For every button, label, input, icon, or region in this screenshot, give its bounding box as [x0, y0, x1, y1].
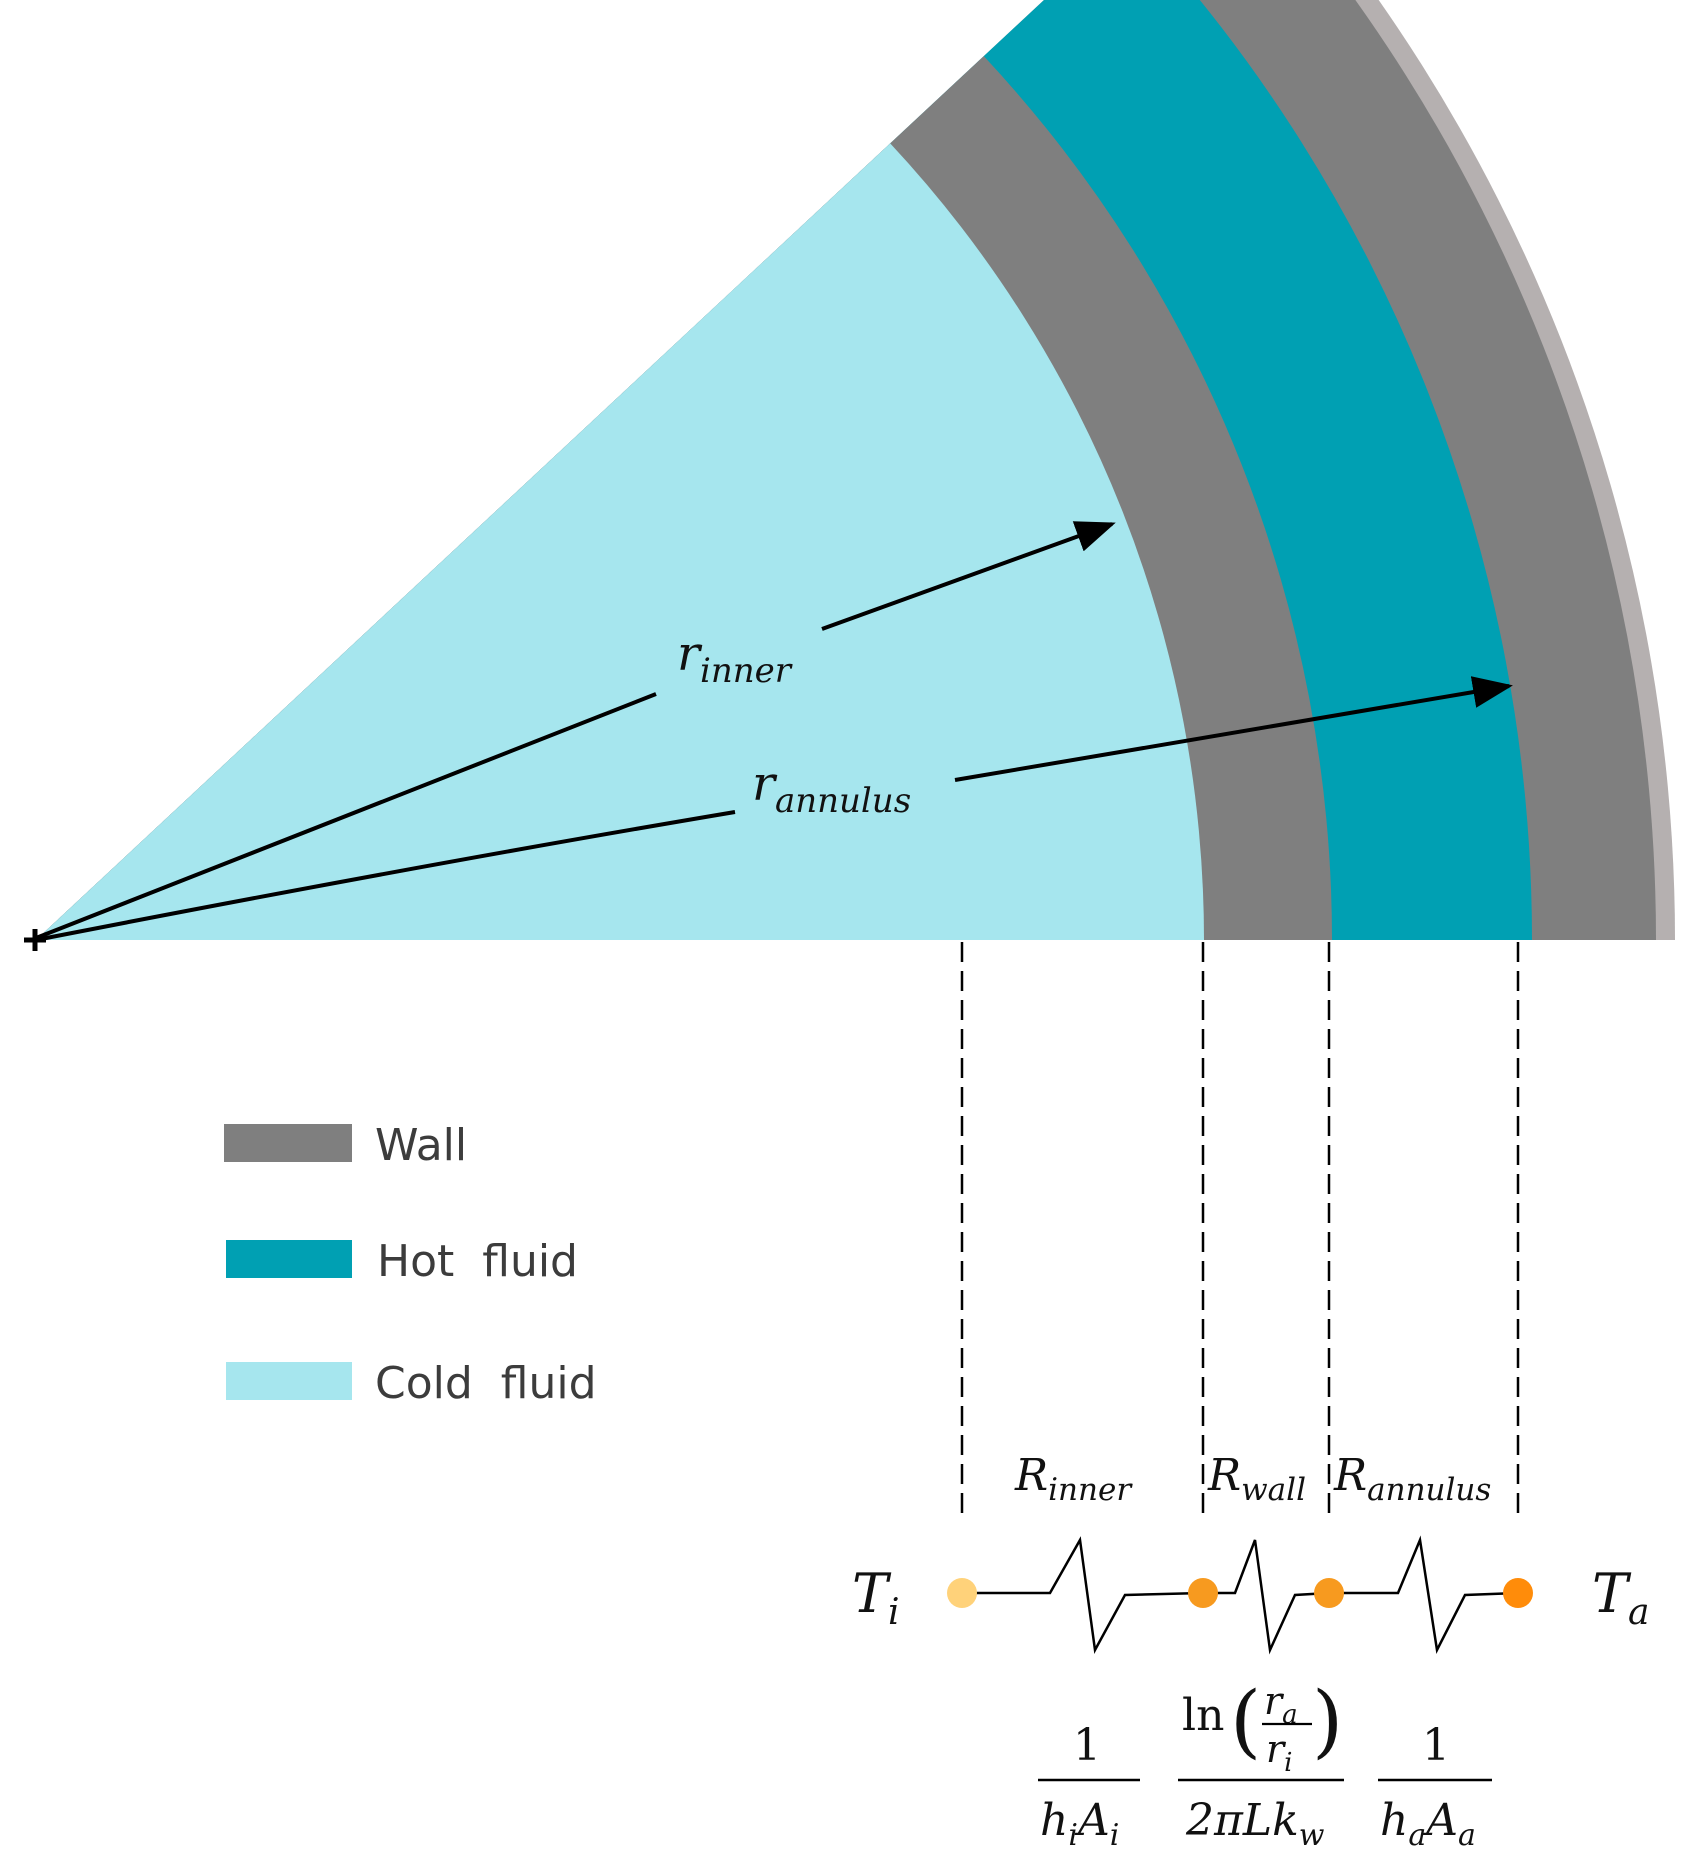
resistor-inner	[962, 1536, 1204, 1654]
svg-text:ri: ri	[1266, 1727, 1293, 1778]
svg-text:hiAi: hiAi	[1040, 1795, 1119, 1850]
legend-label-wall: Wall	[375, 1120, 467, 1171]
resistor-annulus	[1329, 1535, 1519, 1655]
node-wall-outer	[1314, 1578, 1344, 1608]
svg-text:haAa: haAa	[1380, 1795, 1476, 1850]
formula-wall: ln ( ra ri ) 2πLkw	[1178, 1674, 1344, 1850]
dashed-guides	[960, 942, 1520, 1515]
svg-text:(: (	[1230, 1674, 1261, 1767]
resistance-wall-label: Rwall	[1207, 1450, 1306, 1508]
node-annulus-temperature	[1503, 1578, 1533, 1608]
formula-annulus: 1 haAa	[1378, 1720, 1492, 1850]
svg-text:2πLkw: 2πLkw	[1185, 1795, 1325, 1850]
radius-inner-arrow	[35, 521, 1116, 940]
legend-label-hot-fluid: Hot fluid	[377, 1236, 578, 1287]
legend: Wall Hot fluid Cold fluid	[224, 1120, 597, 1409]
svg-text:ln: ln	[1182, 1690, 1224, 1741]
svg-text:1: 1	[1073, 1720, 1101, 1771]
resistor-wall	[1203, 1539, 1330, 1655]
resistance-inner-label: Rinner	[1014, 1450, 1133, 1508]
radius-annulus-arrow	[35, 676, 1513, 942]
svg-text:ra: ra	[1264, 1679, 1298, 1730]
svg-text:): )	[1312, 1674, 1343, 1767]
radius-annulus-label: rannulus	[752, 756, 911, 821]
legend-label-cold-fluid: Cold fluid	[375, 1358, 597, 1409]
temperature-annulus-label: Ta	[1592, 1562, 1650, 1633]
pipe-cross-section	[36, 0, 1675, 941]
resistor-circuit	[962, 1535, 1519, 1655]
legend-swatch-hot-fluid	[226, 1240, 352, 1278]
radius-inner-label: rinner	[677, 626, 793, 691]
resistance-annulus-label: Rannulus	[1333, 1450, 1491, 1508]
node-inner-temperature	[947, 1578, 977, 1608]
legend-swatch-cold-fluid	[226, 1362, 352, 1400]
legend-swatch-wall	[224, 1124, 352, 1162]
node-wall-inner	[1188, 1578, 1218, 1608]
cold-fluid-region	[36, 143, 1204, 940]
svg-text:1: 1	[1422, 1720, 1450, 1771]
temperature-inner-label: Ti	[852, 1562, 900, 1633]
formula-inner: 1 hiAi	[1038, 1720, 1140, 1850]
